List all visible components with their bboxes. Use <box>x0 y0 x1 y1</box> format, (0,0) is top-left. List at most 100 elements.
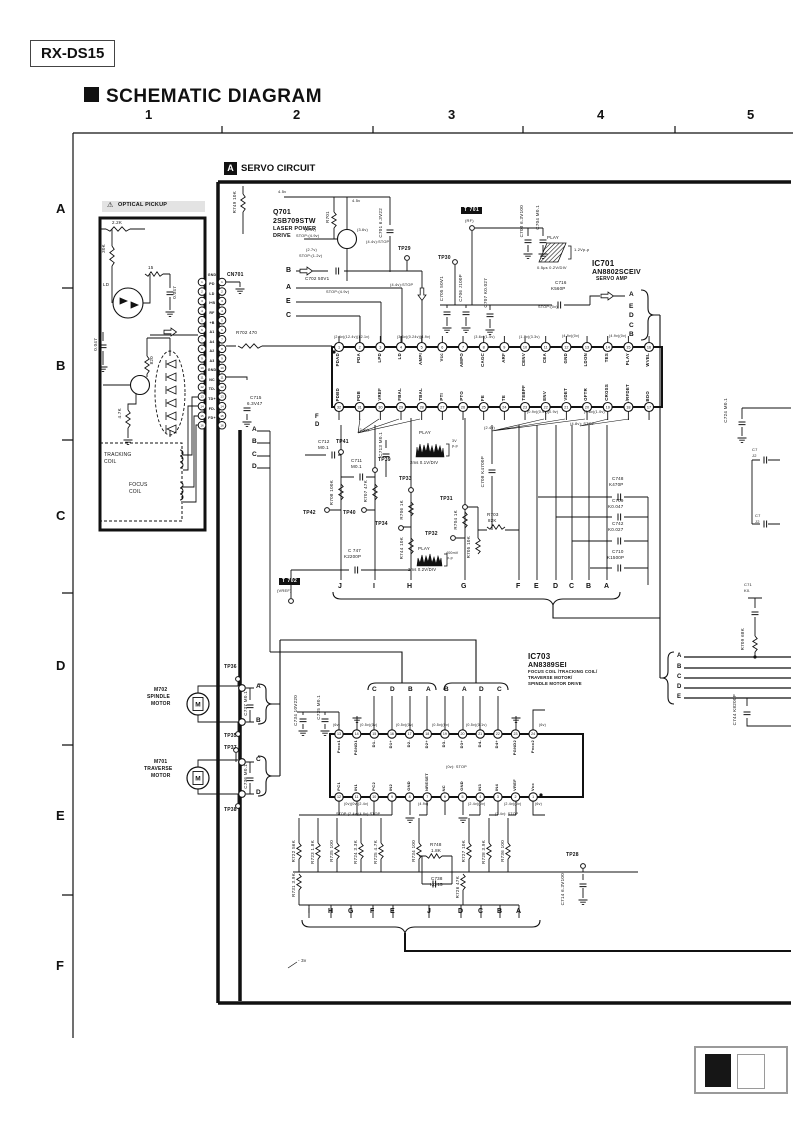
schematic-label: C71 <box>744 582 752 587</box>
ic701-pin-label: CEA <box>542 353 548 363</box>
cn701-pin-number: 7 <box>221 337 223 341</box>
cn701-pin-label: NC <box>209 377 215 382</box>
cn701-pin-number: 5 <box>201 318 203 322</box>
schematic-label: R749 10K <box>232 191 237 214</box>
ic701-pin-number: 18 <box>626 405 630 409</box>
schematic-label: F <box>315 414 319 420</box>
grid-row-label: E <box>56 808 65 823</box>
schematic-label: C704 M0.1 <box>535 205 540 230</box>
ic703-pin-number: 1 <box>532 795 534 799</box>
ic701-pin-number: 32 <box>337 405 341 409</box>
cn701-pin-number: 12 <box>200 385 204 389</box>
cn701-ref: CN701 <box>227 272 244 278</box>
ic703-pin-label: Vcc <box>529 782 535 791</box>
ic701-pin-number: 1 <box>338 345 340 349</box>
schematic-label: D <box>677 684 682 690</box>
ic703-pin-label: IN4 <box>494 783 500 791</box>
schematic-label: A <box>286 284 292 291</box>
schematic-label: R726 47K <box>455 876 460 899</box>
ic701-pin-label: CAGC <box>480 353 486 367</box>
ic703-pin-label: D4+ <box>494 740 500 749</box>
schematic-label: D <box>256 789 261 796</box>
schematic-label: C724 M0.1 <box>723 398 728 423</box>
schematic-label: J2 <box>752 453 757 458</box>
model-label: RX-DS15 <box>30 40 116 67</box>
ic703-pin-number: 7 <box>426 795 428 799</box>
schematic-label: (4.9v) <box>418 802 429 806</box>
schematic-label: H <box>328 908 334 915</box>
cn701-pin-number: 9 <box>221 357 223 361</box>
cn701-pin-number: 15 <box>200 414 204 418</box>
tp30-label: TP30 <box>438 255 451 261</box>
schematic-label: C <box>372 686 377 693</box>
cn701-pin-number: 8 <box>201 347 203 351</box>
schematic-label: C7 <box>752 447 758 452</box>
schematic-label: C7 <box>755 513 761 518</box>
schematic-label: R736 100 <box>500 840 505 862</box>
ic701-pin-label: LD <box>397 353 403 360</box>
cn701-pin-number: 6 <box>221 328 223 332</box>
page-title: SCHEMATIC DIAGRAM <box>84 86 322 108</box>
schematic-label: COIL <box>129 489 142 495</box>
schematic-label: 2SB709STW <box>273 218 316 225</box>
ic701-pin-number: 5 <box>421 345 423 349</box>
grid-col-label: 1 <box>145 107 153 122</box>
schematic-label: (0.5v)(0v) <box>360 723 378 727</box>
schematic-label: R735 100 <box>329 840 334 862</box>
ic703-function-1: FOCUS COIL /TRACKING COIL/ <box>528 669 598 674</box>
ic703-pin-number: 6 <box>444 795 446 799</box>
schematic-label: B <box>444 686 449 693</box>
schematic-label: C706 J100P <box>458 274 463 302</box>
schematic-label: DRIVE <box>273 233 291 239</box>
schematic-label: C702 50V1 <box>305 276 330 281</box>
grid-col-label: 3 <box>448 107 456 122</box>
grid-row-label: A <box>56 201 66 216</box>
ic701-pin-number: 24 <box>502 405 506 409</box>
cn701-pin-number: 2 <box>221 290 223 294</box>
schematic-label: p-p <box>452 444 458 448</box>
ic701-pin-number: 20 <box>585 405 589 409</box>
schematic-label: A <box>677 653 682 659</box>
schematic-label: K1500P <box>607 555 625 560</box>
grid-col-label: 2 <box>293 107 301 122</box>
schematic-label: K2200P <box>344 554 362 559</box>
ic703-pin-label: D3- <box>441 740 447 748</box>
ic701-pin-label: FE <box>480 394 486 401</box>
schematic-label: SPINDLE <box>147 694 171 700</box>
ic701-pin-number: 21 <box>564 405 568 409</box>
schematic-label: p-p <box>447 556 453 560</box>
schematic-label: A <box>252 426 257 433</box>
cn701-pin-number: 11 <box>200 376 203 380</box>
ic701-pin-label: ENV <box>542 391 548 401</box>
page-indicator-filled-square <box>705 1054 731 1087</box>
schematic-label: R744 10K <box>399 537 404 560</box>
schematic-label: E <box>286 298 291 305</box>
grid-row-label: D <box>56 658 66 673</box>
grid-row-label: F <box>56 958 65 973</box>
title-bullet-icon <box>84 87 99 102</box>
warning-icon: ⚠ <box>107 202 114 209</box>
schematic-label: 1.2Vp-p <box>574 247 590 252</box>
ic703-pin-label: Pvcc2 <box>529 740 535 754</box>
schematic-label: MOTOR <box>151 773 171 779</box>
cn701-pin-number: 13 <box>220 395 224 399</box>
schematic-label: (4.4v):STOP <box>366 240 390 244</box>
ic703-pin-number: 11 <box>355 795 359 799</box>
cn701-pin-number: 14 <box>220 404 224 408</box>
ic703-pin-number: 14 <box>355 732 359 736</box>
schematic-label: E <box>390 908 395 915</box>
ic701-pin-number: 29 <box>399 405 403 409</box>
schematic-label: G <box>461 583 467 590</box>
schematic-label: (2.4v)(12.4v)(12.1v) <box>334 335 370 339</box>
ic703-pin-label: PGND2 <box>512 740 517 756</box>
schematic-label: C738 <box>431 876 443 881</box>
ic701-pin-number: 11 <box>544 345 548 349</box>
cn701-pin-label: PD <box>209 282 215 287</box>
ic703-pin-label: D2+ <box>423 740 429 749</box>
schematic-label: (6v) <box>535 802 542 806</box>
ic701-pin-number: 23 <box>523 405 527 409</box>
ic703-pin-number: 8 <box>409 795 411 799</box>
ic703-pin-number: 10 <box>372 795 376 799</box>
